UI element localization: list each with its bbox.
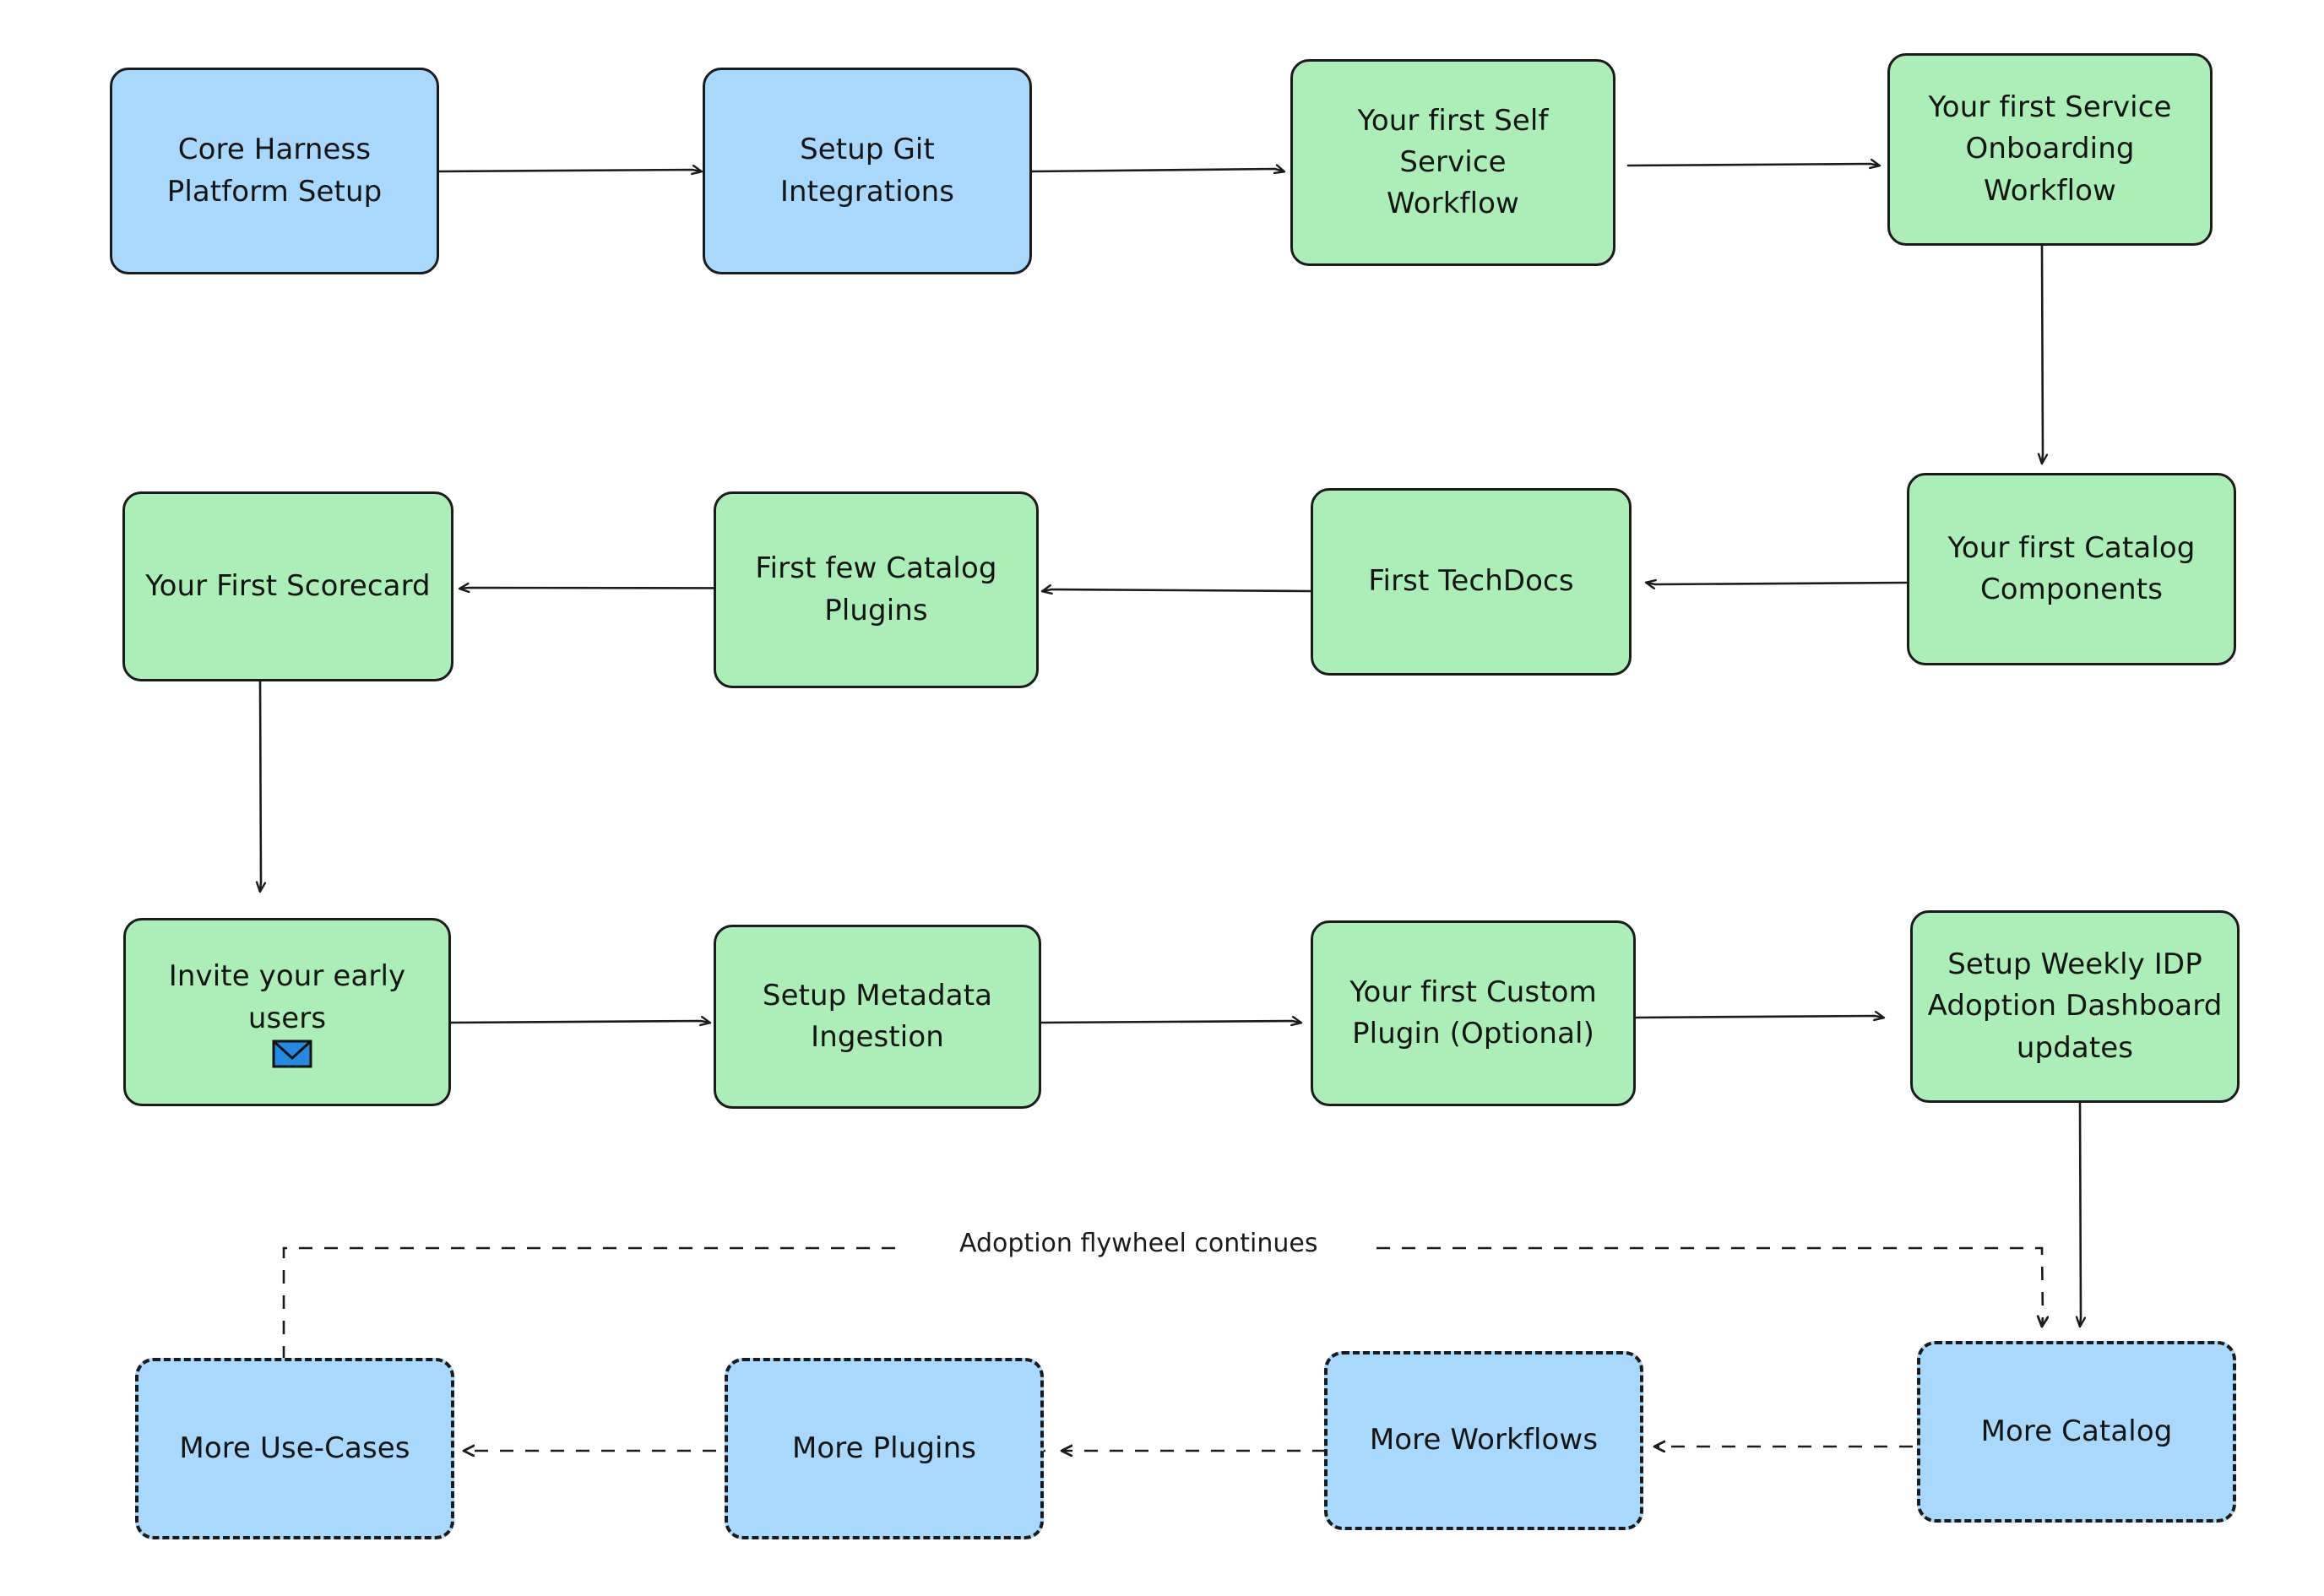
node-more-use-cases[interactable]: More Use-Cases: [135, 1358, 454, 1539]
node-setup-git-integrations[interactable]: Setup Git Integrations: [703, 68, 1032, 274]
node-label: Core Harness Platform Setup: [166, 133, 383, 209]
node-your-first-self-service-workflow[interactable]: Your first Self Service Workflow: [1290, 59, 1615, 266]
node-first-few-catalog-plugins[interactable]: First few Catalog Plugins: [714, 491, 1039, 688]
node-label: First few Catalog Plugins: [755, 551, 997, 627]
node-label: Setup Metadata Ingestion: [762, 978, 993, 1054]
node-your-first-service-onboarding-workflow[interactable]: Your first Service Onboarding Workflow: [1887, 53, 2213, 246]
node-label: Your first Catalog Components: [1947, 530, 2196, 606]
node-setup-weekly-idp-adoption-dashboard-updates[interactable]: Setup Weekly IDP Adoption Dashboard upda…: [1910, 910, 2240, 1103]
node-your-first-catalog-components[interactable]: Your first Catalog Components: [1907, 473, 2236, 665]
edge-label-text: Adoption flywheel continues: [959, 1229, 1318, 1258]
envelope-icon: [272, 1040, 312, 1068]
node-your-first-scorecard[interactable]: Your First Scorecard: [122, 491, 453, 681]
node-inner: Invite your early users: [169, 956, 405, 1068]
edge-scorecard-to-invite: [260, 678, 261, 891]
node-more-catalog[interactable]: More Catalog: [1917, 1341, 2236, 1523]
edge-metadata-to-customplugin: [1039, 1021, 1300, 1023]
edge-core-to-git: [437, 170, 701, 171]
edge-onboarding-to-catalogcomponents: [2042, 243, 2043, 463]
node-label: First TechDocs: [1368, 564, 1574, 599]
node-first-techdocs[interactable]: First TechDocs: [1311, 488, 1632, 676]
edge-flywheel-loop-right: [1376, 1246, 2043, 1326]
node-label: Invite your early users: [168, 959, 406, 1035]
edge-git-to-selfservice: [1030, 169, 1284, 171]
node-label: More Catalog: [1980, 1414, 2173, 1448]
edge-flywheel-loop: [282, 1246, 895, 1360]
node-label: Setup Git Integrations: [779, 133, 955, 209]
edge-dashboard-to-morecatalog: [2080, 1100, 2081, 1326]
edge-selfservice-to-onboarding: [1626, 164, 1879, 166]
node-more-workflows[interactable]: More Workflows: [1324, 1351, 1643, 1530]
node-your-first-custom-plugin[interactable]: Your first Custom Plugin (Optional): [1311, 920, 1636, 1106]
node-label: Setup Weekly IDP Adoption Dashboard upda…: [1927, 947, 2223, 1065]
edge-label-adoption-flywheel: Adoption flywheel continues: [953, 1229, 1325, 1258]
node-core-harness-platform-setup[interactable]: Core Harness Platform Setup: [110, 68, 439, 274]
node-label: Your first Custom Plugin (Optional): [1349, 974, 1597, 1050]
node-setup-metadata-ingestion[interactable]: Setup Metadata Ingestion: [714, 925, 1041, 1109]
node-label: Your First Scorecard: [145, 568, 431, 603]
node-label: More Workflows: [1369, 1423, 1599, 1458]
node-more-plugins[interactable]: More Plugins: [725, 1358, 1044, 1539]
edge-customplugin-to-dashboard: [1635, 1016, 1883, 1018]
node-label: More Use-Cases: [179, 1430, 410, 1465]
node-invite-your-early-users[interactable]: Invite your early users: [123, 918, 451, 1106]
edge-invite-to-metadata: [449, 1021, 709, 1023]
node-label: Your first Self Service Workflow: [1357, 103, 1549, 221]
node-label: Your first Service Onboarding Workflow: [1928, 90, 2172, 208]
edge-techdocs-to-catalogplugins: [1043, 589, 1311, 591]
node-label: More Plugins: [791, 1430, 977, 1465]
edge-catalogcomponents-to-techdocs: [1647, 583, 1908, 584]
